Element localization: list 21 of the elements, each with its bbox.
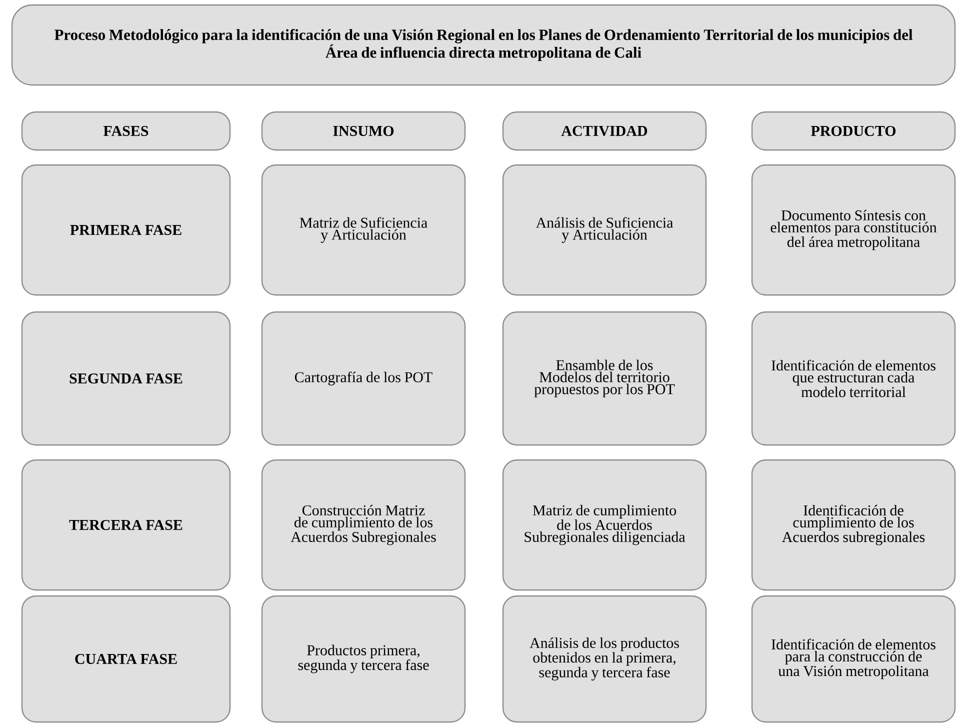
cell-box: Matriz de Suficiencia y Articulación [261,164,466,296]
cell-box: Matriz de cumplimiento de los Acuerdos Subregionales diligenciada [502,459,707,591]
cell-box: Identificación de elementos que estructuran cada modelo territorial [751,311,956,446]
cell-box: Documento Síntesis con elementos para constitución del área metropolitana [751,164,956,296]
column-header: INSUMO [261,111,466,151]
cell-box: Productos primera, segunda y tercera fase [261,595,466,723]
title-banner: Proceso Metodológico para la identificación de una Visión Regional en los Planes de Ordenamiento Territorial de los municipios del Área de influencia directa metropolitana de Cali [11,4,956,86]
cell-box: Construcción Matriz de cumplimiento de los Acuerdos Subregionales [261,459,466,591]
phase-box: TERCERA FASE [21,459,231,591]
column-header: PRODUCTO [751,111,956,151]
phase-box: PRIMERA FASE [21,164,231,296]
cell-box: Identificación de cumplimiento de los Acuerdos subregionales [751,459,956,591]
cell-box: Cartografía de los POT [261,311,466,446]
phase-box: SEGUNDA FASE [21,311,231,446]
cell-box: Identificación de elementos para la construcción de una Visión metropolitana [751,595,956,723]
column-header: FASES [21,111,231,151]
cell-box: Análisis de los productos obtenidos en la primera, segunda y tercera fase [502,595,707,723]
cell-box: Análisis de Suficiencia y Articulación [502,164,707,296]
phase-box: CUARTA FASE [21,595,231,723]
cell-box: Ensamble de los Modelos del territorio propuestos por los POT [502,311,707,446]
column-header: ACTIVIDAD [502,111,707,151]
